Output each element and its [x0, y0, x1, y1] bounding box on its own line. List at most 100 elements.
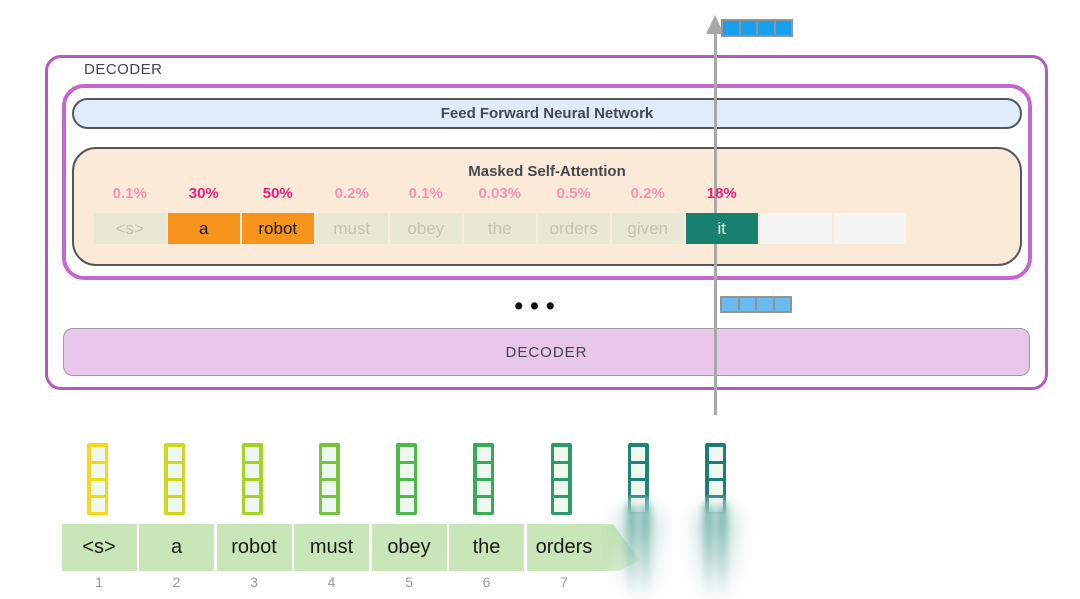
embedding-vector [241, 443, 263, 515]
embedding-vector [318, 443, 340, 515]
embedding-cell [245, 463, 259, 478]
fade-streak [704, 503, 713, 599]
input-token-box: robot [216, 524, 292, 571]
embedding-cell [554, 497, 568, 512]
attention-token-cell [760, 213, 832, 244]
decoder-inner-box [62, 84, 1032, 280]
input-token-box: <s> [61, 524, 137, 571]
embedding-cell [167, 497, 182, 512]
fade-streak [640, 503, 650, 599]
fade-glow [618, 512, 659, 599]
feed-forward-label: Feed Forward Neural Network [440, 105, 654, 122]
embedding-cell [631, 446, 646, 461]
embedding-vector [87, 443, 108, 515]
input-token-box: the [449, 524, 524, 571]
embedding-cell [554, 446, 568, 461]
attention-token-cell: orders [538, 213, 610, 244]
attention-percent-label: 0.5% [556, 185, 591, 202]
embedding-cell [476, 446, 491, 461]
embedding-cell [708, 480, 723, 495]
output-arrow-head-icon [706, 15, 724, 34]
decoder-box-label: DECODER [84, 61, 163, 78]
token-position-number: 3 [250, 574, 258, 590]
attention-token-cell: <s> [94, 213, 166, 244]
vector-cell [774, 298, 790, 311]
vector-cell [758, 21, 774, 35]
attention-percent-label: 0.1% [112, 185, 147, 202]
attention-percent-label: 0.1% [408, 185, 443, 202]
embedding-cell [399, 463, 414, 478]
embedding-vector [473, 443, 495, 515]
embedding-cell [167, 446, 182, 461]
vector-cell [757, 298, 773, 311]
attention-percent-label: 0.03% [478, 185, 522, 202]
attention-token-cell: it [686, 213, 758, 244]
vector-cell [722, 298, 738, 311]
vector-cell [723, 21, 739, 35]
embedding-cell [476, 463, 491, 478]
ellipsis-dots: ••• [514, 292, 562, 320]
embedding-cell [245, 480, 259, 495]
token-position-number: 2 [172, 574, 181, 590]
embedding-vector [705, 443, 726, 515]
embedding-cell [245, 446, 259, 461]
fade-glow [696, 512, 736, 599]
input-token-box: orders [526, 524, 602, 571]
embedding-cell [167, 480, 182, 495]
attention-percentages-row: 0.1%30%50%0.2%0.1%0.03%0.5%0.2%18% [74, 149, 1020, 264]
attention-title: Masked Self-Attention [468, 163, 626, 180]
embedding-vector [550, 443, 572, 515]
embedding-cell [399, 497, 414, 512]
vector-cell [740, 21, 756, 35]
token-position-number: 6 [482, 574, 491, 590]
attention-percent-label: 0.2% [630, 185, 665, 202]
fade-streak [626, 503, 636, 599]
vector-cell [775, 21, 791, 35]
decoder-layer-label: DECODER [505, 343, 588, 361]
embedding-cell [245, 497, 259, 512]
attention-token-cell: must [316, 213, 388, 244]
embedding-cell [476, 480, 491, 495]
embedding-cell [322, 463, 337, 478]
embedding-cell [708, 463, 723, 478]
output-vector [721, 19, 793, 37]
embedding-cell [322, 446, 337, 461]
attention-percent-label: 0.2% [334, 185, 369, 202]
embedding-cell [322, 497, 337, 512]
attention-percent-label: 50% [262, 185, 293, 202]
embedding-cell [90, 463, 105, 478]
token-position-number: 4 [327, 574, 336, 590]
attention-token-cell: robot [242, 213, 314, 244]
attention-token-cell: the [464, 213, 536, 244]
embedding-cell [708, 497, 723, 512]
input-token-box: obey [371, 524, 447, 571]
feed-forward-bar: Feed Forward Neural Network [72, 98, 1022, 129]
embedding-cell [399, 446, 414, 461]
embedding-cell [631, 480, 646, 495]
attention-token-cell: given [612, 213, 684, 244]
embedding-cell [167, 463, 182, 478]
attention-percent-label: 30% [188, 185, 219, 202]
embedding-cell [90, 480, 105, 495]
vector-cell [739, 298, 755, 311]
embedding-cell [554, 480, 568, 495]
fade-streak [718, 503, 727, 599]
attention-token-cell: obey [390, 213, 462, 244]
embedding-cell [631, 497, 646, 512]
embedding-cell [554, 463, 568, 478]
hidden-state-vector [720, 296, 792, 313]
embedding-cell [90, 497, 105, 512]
token-position-number: 5 [405, 574, 413, 590]
embedding-vector [627, 443, 649, 515]
embedding-cell [708, 446, 723, 461]
token-position-number: 7 [560, 574, 568, 590]
embedding-cell [322, 480, 337, 495]
decoder-outer-box [45, 55, 1048, 390]
embedding-cell [90, 446, 105, 461]
attention-token-cell [834, 213, 906, 244]
embedding-vector [396, 443, 417, 515]
input-token-box: a [139, 524, 214, 571]
embedding-cell [476, 497, 491, 512]
